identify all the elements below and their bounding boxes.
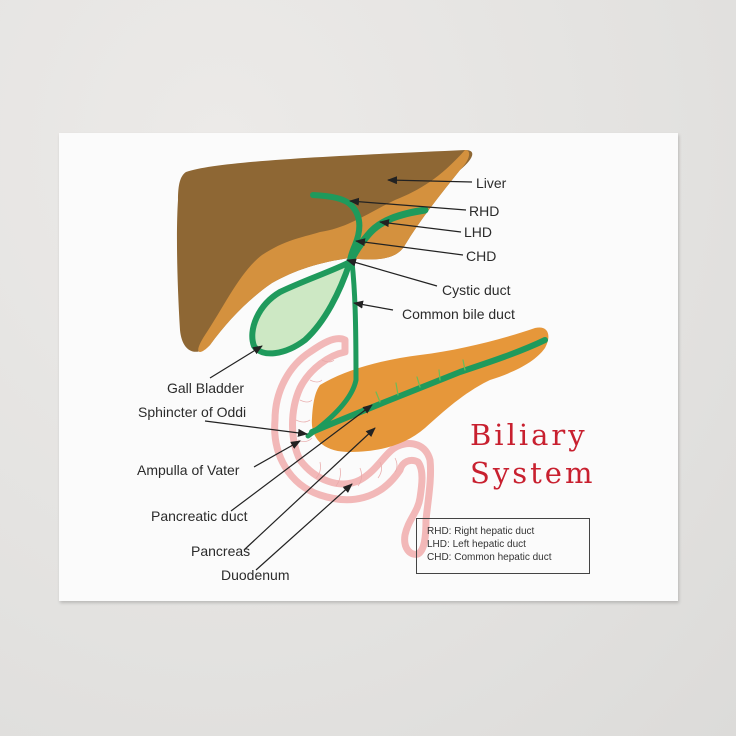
legend-item: RHD: Right hepatic duct — [427, 526, 535, 537]
label-ampulla-of-vater: Ampulla of Vater — [137, 462, 240, 478]
label-gall-bladder: Gall Bladder — [167, 380, 245, 396]
title-line-1: Biliary — [470, 418, 588, 452]
legend-item: CHD: Common hepatic duct — [427, 552, 552, 563]
pancreas-shape — [311, 327, 549, 452]
label-lhd: LHD — [464, 224, 493, 240]
title-line-2: System — [470, 456, 596, 490]
label-common-bile-duct: Common bile duct — [402, 306, 515, 322]
label-duodenum: Duodenum — [221, 567, 290, 583]
leader-arrows — [204, 176, 473, 571]
label-chd: CHD — [466, 248, 497, 264]
legend-item: LHD: Left hepatic duct — [427, 539, 526, 550]
label-pancreatic-duct: Pancreatic duct — [151, 508, 248, 524]
label-sphincter-of-oddi: Sphincter of Oddi — [138, 404, 247, 420]
label-rhd: RHD — [469, 203, 500, 219]
liver-shape — [176, 150, 473, 352]
label-pancreas: Pancreas — [191, 543, 251, 559]
label-liver: Liver — [476, 175, 507, 191]
label-cystic-duct: Cystic duct — [442, 282, 511, 298]
abbreviation-legend: RHD: Right hepatic duct LHD: Left hepati… — [416, 518, 590, 574]
ducts — [305, 192, 548, 439]
